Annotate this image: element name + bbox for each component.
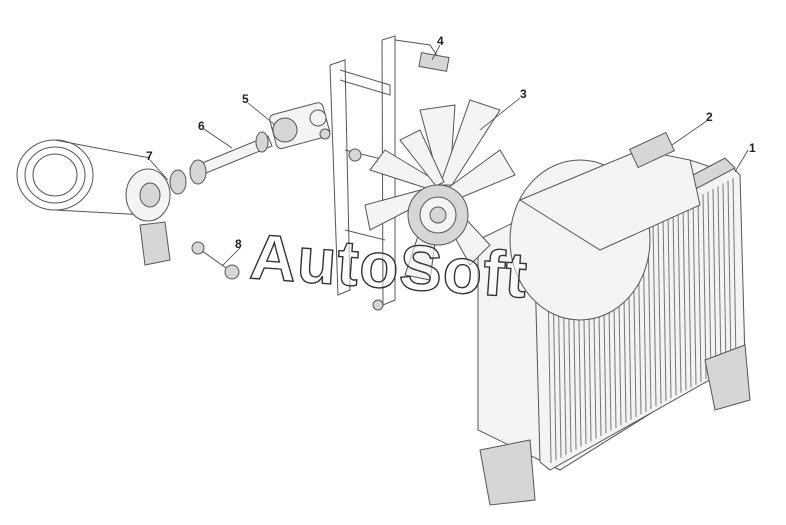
radiator-fin — [662, 215, 667, 401]
radiator-fin — [652, 221, 657, 407]
leader-lines — [149, 44, 749, 267]
callout-7: 7 — [146, 149, 153, 163]
drive-gearbox-part-5 — [269, 102, 331, 150]
radiator-fin — [692, 199, 697, 385]
pulley-assembly-part-7 — [16, 139, 187, 266]
callout-2: 2 — [706, 110, 713, 124]
radiator-fin — [702, 194, 707, 380]
fan-part-3 — [364, 99, 516, 281]
radiator-fin — [697, 196, 702, 383]
radiator-fin — [672, 210, 677, 396]
radiator-fin — [727, 180, 732, 366]
callout-1: 1 — [749, 141, 756, 155]
callout-8: 8 — [235, 237, 242, 251]
fan-shroud-part-2 — [509, 131, 701, 321]
radiator-fin — [682, 205, 687, 391]
radiator-fin — [687, 202, 692, 388]
radiator-fin — [657, 218, 662, 404]
radiator-fin — [707, 191, 712, 377]
callout-5: 5 — [242, 92, 249, 106]
radiator-fin — [712, 188, 717, 374]
radiator-fin — [722, 183, 727, 369]
callout-labels: 1 2 3 4 5 6 7 8 — [146, 34, 756, 251]
callout-3: 3 — [520, 87, 527, 101]
radiator-fin — [677, 207, 682, 393]
callout-4: 4 — [437, 34, 444, 48]
watermark-text: AutoSoft — [248, 220, 530, 311]
radiator-fin — [667, 213, 672, 399]
radiator-fin — [717, 186, 722, 372]
drive-shaft-part-6 — [189, 131, 273, 185]
callout-6: 6 — [198, 119, 205, 133]
fitting-part-8 — [191, 241, 240, 280]
radiator-fin — [732, 178, 737, 364]
